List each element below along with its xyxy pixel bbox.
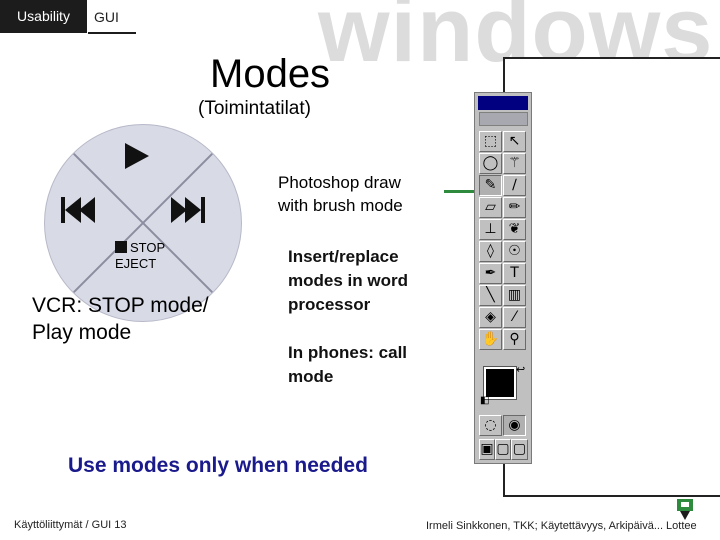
- lasso-icon[interactable]: ◯: [479, 153, 502, 174]
- history-brush-icon[interactable]: ❦: [503, 219, 526, 240]
- phone-caption: In phones: call mode: [288, 341, 407, 389]
- photoshop-caption-line1: Photoshop draw: [278, 173, 401, 192]
- footer-right: Irmeli Sinkkonen, TKK; Käytettävyys, Ark…: [426, 520, 697, 532]
- screen-mode-full-menu-icon[interactable]: ▢: [495, 439, 511, 460]
- vcr-disc-graphic: [45, 125, 241, 321]
- zoom-icon[interactable]: ⚲: [503, 329, 526, 350]
- color-swatches: ↩ ◧: [479, 363, 529, 409]
- airbrush-icon[interactable]: ✎: [479, 175, 502, 196]
- eraser-icon[interactable]: ▱: [479, 197, 502, 218]
- insert-line2: modes in word: [288, 271, 408, 290]
- paintbrush-icon[interactable]: ∕: [503, 175, 526, 196]
- photoshop-caption-line2: with brush mode: [278, 196, 403, 215]
- burn-icon[interactable]: ☉: [503, 241, 526, 262]
- insert-line1: Insert/replace: [288, 247, 399, 266]
- default-colors-icon[interactable]: ◧: [480, 395, 490, 406]
- vcr-control-disc: STOP EJECT: [44, 124, 242, 322]
- move-icon[interactable]: ↖: [503, 131, 526, 152]
- rewind-icon: [61, 197, 95, 223]
- marquee-icon[interactable]: ⬚: [479, 131, 502, 152]
- type-icon[interactable]: T: [503, 263, 526, 284]
- vcr-caption-line1: VCR: STOP mode/: [32, 294, 209, 317]
- photoshop-toolbox: ⬚ ↖ ◯ ⚚ ✎ ∕ ▱ ✏ ⊥ ❦ ◊ ☉ ✒ T ╲ ▥ ◈ ⁄ ✋ ⚲ …: [474, 92, 532, 464]
- tab-gui[interactable]: GUI: [88, 6, 136, 34]
- document-window: [503, 57, 720, 497]
- toolbox-logo: [479, 112, 528, 126]
- stop-icon: [115, 241, 127, 253]
- foreground-color-swatch[interactable]: [483, 366, 517, 400]
- photoshop-caption: Photoshop draw with brush mode: [278, 171, 403, 217]
- phone-line1: In phones: call: [288, 343, 408, 362]
- hand-icon[interactable]: ✋: [479, 329, 502, 350]
- bottom-caption: Use modes only when needed: [68, 454, 368, 477]
- stop-eject-button[interactable]: STOP EJECT: [115, 240, 165, 272]
- pen-icon[interactable]: ✒: [479, 263, 502, 284]
- page-subtitle: (Toimintatilat): [198, 98, 311, 119]
- pencil-icon[interactable]: ✏: [503, 197, 526, 218]
- page-title: Modes: [210, 52, 331, 96]
- play-icon: [125, 143, 149, 169]
- eject-label: EJECT: [115, 256, 157, 271]
- stop-label: STOP: [130, 240, 166, 255]
- fast-forward-icon: [171, 197, 205, 223]
- screen-mode-standard-icon[interactable]: ▣: [479, 439, 495, 460]
- rubber-stamp-icon[interactable]: ⊥: [479, 219, 502, 240]
- magic-wand-icon[interactable]: ⚚: [503, 153, 526, 174]
- screen-mode-full-icon[interactable]: ▢: [511, 439, 528, 460]
- paint-bucket-icon[interactable]: ◈: [479, 307, 502, 328]
- connector-line: [444, 190, 488, 193]
- toolbox-titlebar[interactable]: [478, 96, 528, 110]
- eyedropper-icon[interactable]: ⁄: [503, 307, 526, 328]
- vcr-caption-line2: Play mode: [32, 321, 132, 344]
- line-icon[interactable]: ╲: [479, 285, 502, 306]
- vcr-caption: VCR: STOP mode/ Play mode: [32, 292, 262, 346]
- tab-usability[interactable]: Usability: [0, 0, 87, 33]
- standard-mode-icon[interactable]: ◌: [479, 415, 502, 436]
- quick-mask-icon[interactable]: ◉: [503, 415, 526, 436]
- insert-line3: processor: [288, 295, 371, 314]
- insert-caption: Insert/replace modes in word processor: [288, 245, 408, 317]
- footer-left: Käyttöliittymät / GUI 13: [14, 519, 127, 531]
- swap-colors-icon[interactable]: ↩: [516, 364, 526, 376]
- phone-line2: mode: [288, 367, 334, 386]
- gradient-icon[interactable]: ▥: [503, 285, 526, 306]
- blur-icon[interactable]: ◊: [479, 241, 502, 262]
- university-logo-icon: [677, 499, 693, 520]
